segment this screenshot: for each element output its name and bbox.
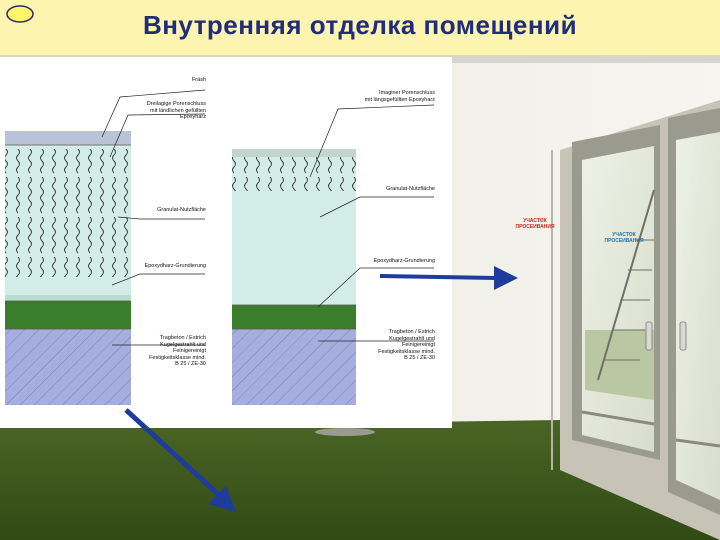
- right-label-granulate: Granulat-Nutzfläche: [386, 186, 435, 192]
- right-label-concrete: Tragbeton / Estrich Kugelgestrahlt und F…: [378, 329, 435, 361]
- right-section: [232, 149, 356, 405]
- right-label-primer: Epoxydharz-Grundierung: [373, 258, 435, 264]
- floor-layers-diagram: Fräsh Dreilagige Porenschluss mit ländli…: [0, 57, 452, 428]
- oval-logo-icon: [6, 5, 34, 23]
- left-label-primer: Epoxydharz-Grundierung: [144, 263, 206, 269]
- right-label-pore-seal: Imaginer Porenschluss mit längsgefüllten…: [364, 90, 435, 103]
- left-label-concrete: Tragbeton / Estrich Kugelgestrahlt und F…: [149, 335, 206, 367]
- left-label-finish: Fräsh: [191, 77, 206, 83]
- left-section: [5, 131, 131, 405]
- title-bar: Внутренняя отделка помещений: [0, 0, 720, 55]
- layers-drawing: [5, 89, 435, 405]
- section-sign-red: УЧАСТОК ПРОСЕИВАНИЯ: [515, 218, 555, 230]
- section-sign-blue: УЧАСТОК ПРОСЕИВАНИЯ: [604, 232, 644, 244]
- slide-title: Внутренняя отделка помещений: [142, 10, 578, 40]
- leader-lines: [101, 89, 435, 346]
- left-label-granulate: Granulat-Nutzfläche: [157, 207, 206, 213]
- left-label-pore-seal: Dreilagige Porenschluss mit ländlichen g…: [146, 101, 206, 120]
